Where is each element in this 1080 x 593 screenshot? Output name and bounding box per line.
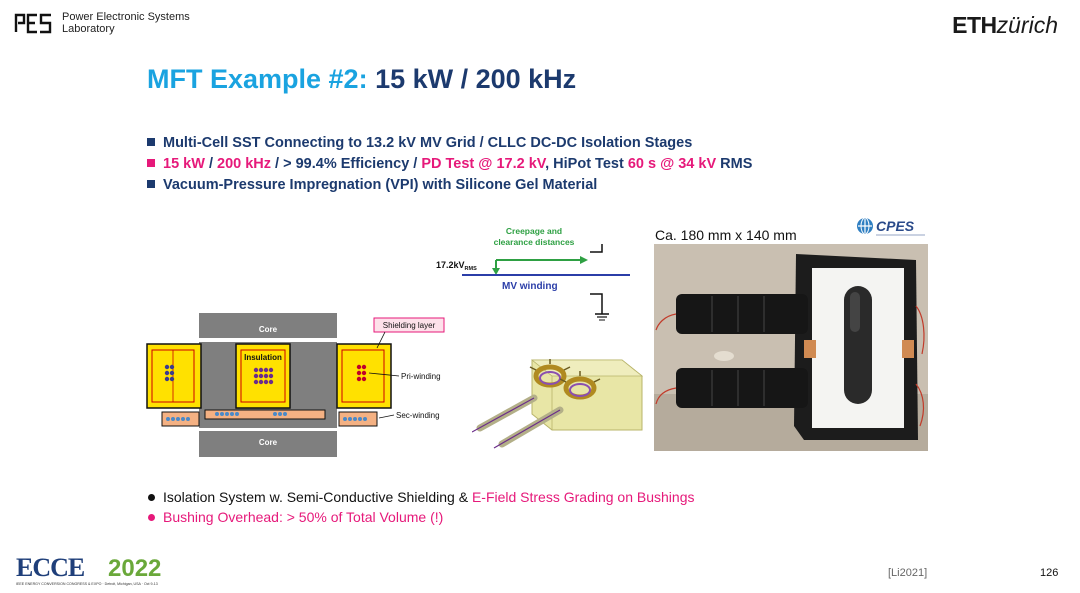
mv-winding-label: MV winding — [502, 281, 558, 292]
ecce-logo-year: 2022 — [108, 555, 161, 582]
sec-winding-label: Sec-winding — [396, 411, 440, 420]
core-bottom-label: Core — [259, 438, 278, 447]
bottom-notes-list: Isolation System w. Semi-Conductive Shie… — [148, 487, 695, 527]
list-item: Bushing Overhead: > 50% of Total Volume … — [148, 507, 695, 527]
pes-logo — [14, 13, 52, 34]
list-item-text: Bushing Overhead: > 50% of Total Volume … — [163, 509, 444, 525]
eth-logo-italic: zürich — [996, 12, 1058, 38]
title-main: 15 kW / 200 kHz — [375, 64, 577, 94]
ecce-logo-text: ECCE — [16, 553, 85, 582]
lab-name-line2: Laboratory — [62, 23, 115, 35]
transformer-3d-model — [472, 359, 644, 449]
ecce-2022-logo: ECCE 2022 IEEE ENERGY CONVERSION CONGRES… — [16, 553, 161, 586]
citation: [Li2021] — [888, 567, 928, 579]
list-item: Vacuum-Pressure Impregnation (VPI) with … — [147, 175, 752, 196]
list-item-text: RMS — [716, 156, 753, 172]
creepage-title-line1: Creepage and — [506, 226, 562, 236]
list-item-text: Multi-Cell SST Connecting to 13.2 kV MV … — [163, 135, 693, 151]
dot-bullet-icon — [148, 514, 155, 521]
shielding-layer-label: Shielding layer — [383, 321, 436, 330]
eth-zurich-logo: ETHzürich — [952, 12, 1058, 39]
voltage-label: 17.2kVRMS — [436, 260, 477, 272]
list-item-text: , HiPot Test — [545, 156, 628, 172]
eth-logo-bold: ETH — [952, 12, 997, 38]
core-top-label: Core — [259, 325, 278, 334]
page-number: 126 — [1040, 567, 1059, 579]
square-bullet-icon — [147, 138, 155, 146]
page-title: MFT Example #2: 15 kW / 200 kHz — [147, 64, 576, 95]
photo-dimensions-label: Ca. 180 mm x 140 mm — [655, 227, 797, 243]
list-item-text: E-Field Stress Grading on Bushings — [471, 489, 695, 505]
cpes-logo-text: CPES — [876, 218, 915, 234]
transformer-photo — [654, 244, 928, 451]
list-item-text: PD Test @ 17.2 kV — [421, 156, 546, 172]
insulation-label: Insulation — [244, 353, 282, 362]
list-item: Multi-Cell SST Connecting to 13.2 kV MV … — [147, 133, 752, 154]
lab-name-line1: Power Electronic Systems — [62, 11, 190, 23]
pri-winding-label: Pri-winding — [401, 372, 441, 381]
list-item-text: 200 kHz — [217, 156, 272, 172]
winding-cross-section-diagram: Core Core Insulation Shielding layer Pri… — [146, 313, 445, 457]
square-bullet-icon — [147, 159, 155, 167]
list-item-text: Vacuum-Pressure Impregnation (VPI) with … — [163, 177, 598, 193]
dot-bullet-icon — [148, 494, 155, 501]
list-item-text: / — [204, 156, 218, 172]
list-item-text: Isolation System w. Semi-Conductive Shie… — [163, 489, 472, 505]
key-facts-list: Multi-Cell SST Connecting to 13.2 kV MV … — [147, 133, 752, 196]
title-accent: MFT Example #2: — [147, 64, 368, 94]
lab-name: Power Electronic Systems Laboratory — [62, 11, 190, 35]
cpes-logo: CPES — [857, 217, 925, 236]
creepage-title-line2: clearance distances — [494, 237, 575, 247]
creepage-clearance-diagram: Creepage and clearance distances 17.2kVR… — [436, 226, 630, 321]
ecce-logo-subtitle: IEEE ENERGY CONVERSION CONGRESS & EXPO ·… — [16, 582, 158, 586]
voltage-subscript: RMS — [465, 266, 478, 272]
list-item: Isolation System w. Semi-Conductive Shie… — [148, 487, 695, 507]
square-bullet-icon — [147, 180, 155, 188]
list-item-text: 60 s @ 34 kV — [627, 156, 717, 172]
list-item: 15 kW / 200 kHz / > 99.4% Efficiency / P… — [147, 154, 752, 175]
voltage-value: 17.2kV — [436, 260, 465, 270]
list-item-text: 15 kW — [163, 156, 205, 172]
list-item-text: / > 99.4% Efficiency / — [271, 156, 422, 172]
